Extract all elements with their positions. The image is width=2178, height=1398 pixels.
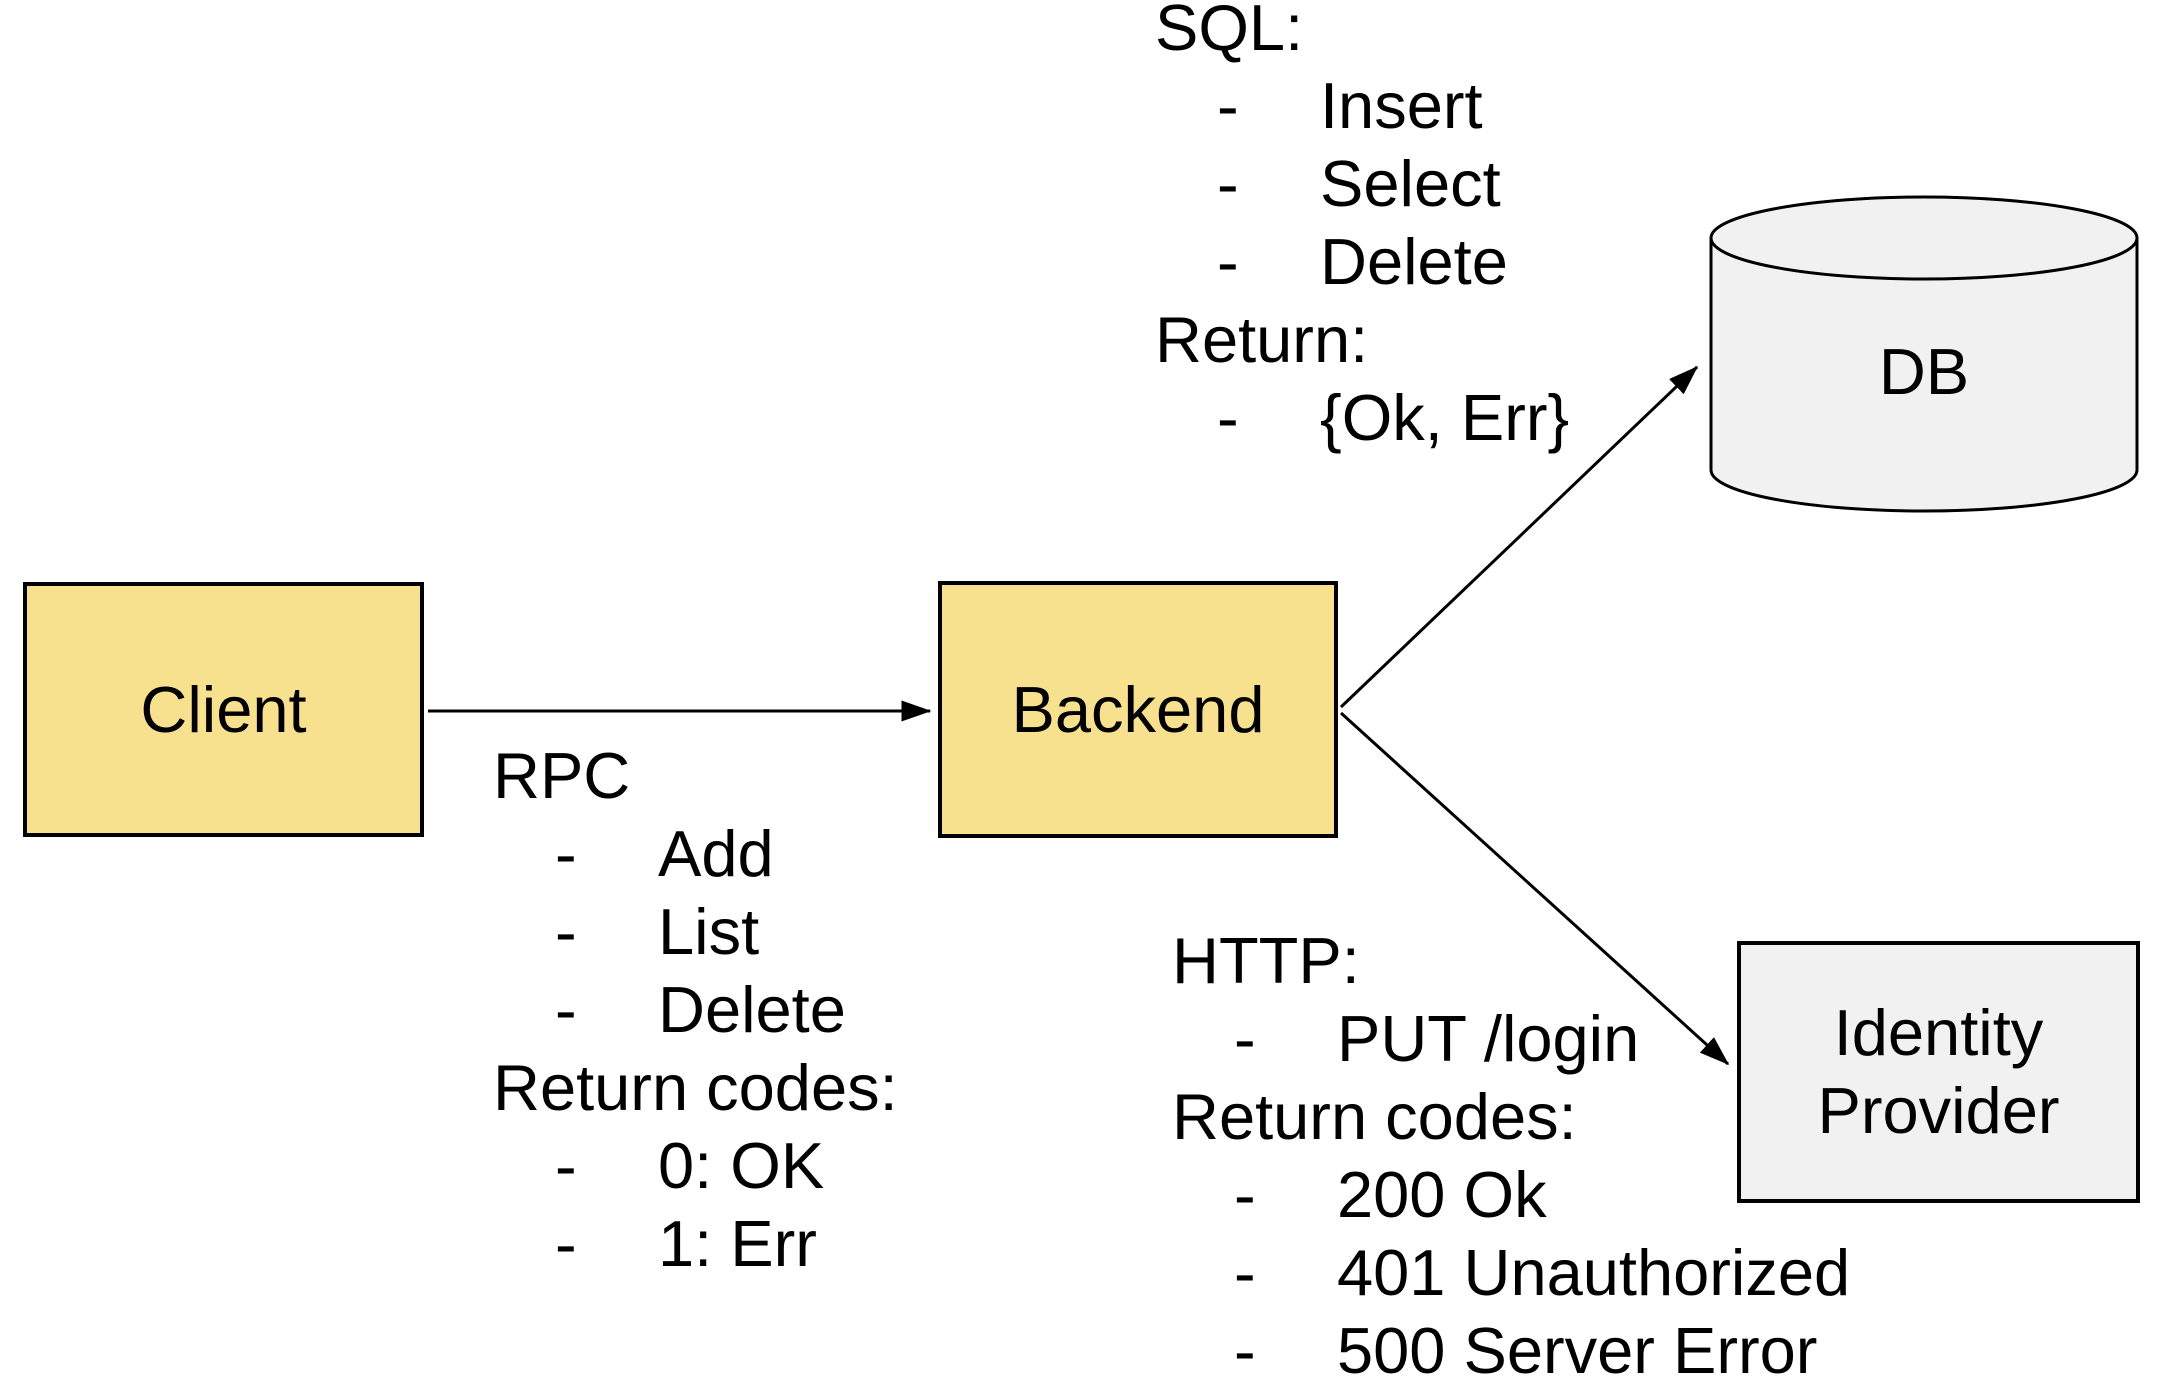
bullet-dash: - <box>555 1129 577 1202</box>
rpc-item: -Add <box>493 815 1353 893</box>
rpc-return-title: Return codes: <box>493 1051 898 1124</box>
bullet-dash: - <box>555 817 577 890</box>
node-db-label: DB <box>1878 335 1970 408</box>
bullet-dash: - <box>555 895 577 968</box>
bullet-dash: - <box>555 973 577 1046</box>
rpc-item: -List <box>493 893 1353 971</box>
rpc-item: -Delete <box>493 971 1353 1049</box>
rpc-return-item: -0: OK <box>493 1127 1353 1205</box>
bullet-dash: - <box>1234 1158 1256 1231</box>
bullet-dash: - <box>1217 147 1239 220</box>
http-title: HTTP: <box>1172 924 1360 997</box>
bullet-dash: - <box>1217 69 1239 142</box>
node-identity-provider-label: Identity Provider <box>1817 996 2060 1147</box>
node-client-label: Client <box>140 672 307 746</box>
rpc-return-item: -1: Err <box>493 1205 1353 1283</box>
http-item: -PUT /login <box>1172 1000 2032 1078</box>
http-return-item: -401 Unauthorized <box>1172 1234 2032 1312</box>
annotation-sql: SQL: -Insert -Select -Delete Return: -{O… <box>1155 0 2015 457</box>
bullet-dash: - <box>1217 225 1239 298</box>
annotation-http: HTTP: -PUT /login Return codes: -200 Ok … <box>1172 922 2032 1390</box>
sql-return-title: Return: <box>1155 303 1369 376</box>
http-return-item: -500 Server Error <box>1172 1312 2032 1390</box>
sql-item: -Delete <box>1155 223 2015 301</box>
sql-return-item: -{Ok, Err} <box>1155 379 2015 457</box>
sql-title: SQL: <box>1155 0 1304 64</box>
sql-item: -Insert <box>1155 67 2015 145</box>
bullet-dash: - <box>1234 1314 1256 1387</box>
sql-item: -Select <box>1155 145 2015 223</box>
annotation-rpc: RPC -Add -List -Delete Return codes: -0:… <box>493 737 1353 1283</box>
bullet-dash: - <box>1234 1236 1256 1309</box>
rpc-title: RPC <box>493 739 631 812</box>
http-return-title: Return codes: <box>1172 1080 1577 1153</box>
node-backend-label: Backend <box>1011 672 1265 746</box>
node-client: Client <box>23 582 424 837</box>
node-backend: Backend <box>938 581 1338 838</box>
bullet-dash: - <box>1217 381 1239 454</box>
node-identity-provider: Identity Provider <box>1737 941 2140 1203</box>
bullet-dash: - <box>555 1207 577 1280</box>
bullet-dash: - <box>1234 1002 1256 1075</box>
http-return-item: -200 Ok <box>1172 1156 2032 1234</box>
